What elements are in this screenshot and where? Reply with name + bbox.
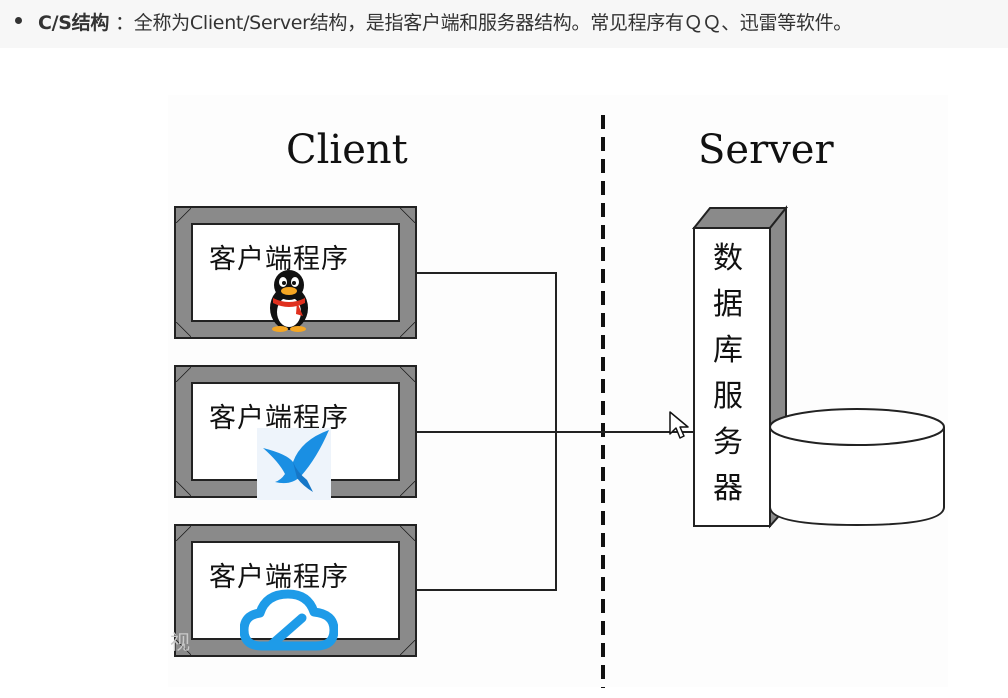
client-heading: Client [286,127,408,173]
server-label: 数据库服务器 [713,241,743,506]
client-program-label: 客户端程序 [209,562,349,593]
header-bar: C/S结构：全称为Client/Server结构，是指客户端和服务器结构。常见程… [0,0,1008,48]
qq-penguin-icon [270,270,308,332]
mouse-cursor-icon [669,411,689,439]
bullet-dot [15,17,22,24]
bullet-text: C/S结构：全称为Client/Server结构，是指客户端和服务器结构。常见程… [38,8,852,35]
term-description: ：全称为Client/Server结构，是指客户端和服务器结构。常见程序有ＱＱ、… [115,12,852,34]
server-heading: Server [698,127,834,173]
client-program-label: 客户端程序 [209,244,349,275]
xunlei-bird-icon [257,428,331,500]
watermark-text: 视 [170,630,190,654]
cloud-icon [240,589,338,651]
term-label: C/S结构 [38,12,110,34]
database-cylinder-icon [769,408,945,527]
